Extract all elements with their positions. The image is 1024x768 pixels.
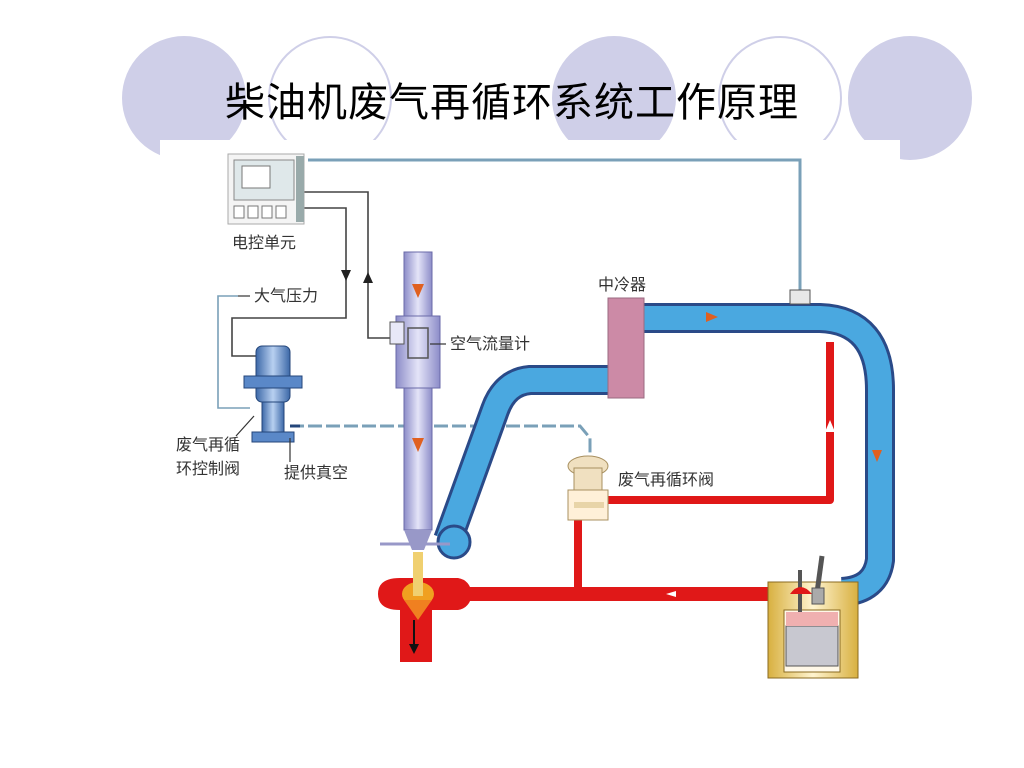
pressure-sensor [789, 289, 811, 305]
decor-circle-5 [848, 36, 972, 160]
intake-tube [380, 251, 450, 550]
label-intercooler: 中冷器 [598, 275, 646, 294]
intake-flow-arrow-down [872, 450, 882, 462]
slide-title: 柴油机废气再循环系统工作原理 [225, 80, 799, 126]
intake-flow-arrow-top [412, 284, 424, 298]
signal-wires [217, 158, 802, 409]
exhaust-flow-arrow-left [666, 591, 676, 597]
vacuum-line [290, 424, 592, 462]
intake-flow-arrow-mid [412, 438, 424, 452]
decor-circle-1 [122, 36, 246, 160]
egr-flow-arrow-up [825, 420, 835, 432]
label-vacuum-supply: 提供真空 [284, 463, 348, 482]
signal-arrow-down [341, 270, 351, 281]
label-egr-control-valve-2: 环控制阀 [176, 459, 240, 478]
control-valve-leader [235, 415, 255, 437]
engine-cylinder [767, 555, 859, 679]
label-atmospheric-pressure: 大气压力 [254, 286, 318, 305]
egr-control-valve [243, 345, 303, 443]
title-underline-mask [160, 140, 900, 160]
ecu-to-sensor-wire [308, 158, 802, 292]
label-ecu: 电控单元 [232, 233, 296, 252]
decor-circle-3 [552, 36, 676, 160]
exhaust-pipe [444, 342, 834, 601]
decor-circle-2 [268, 36, 392, 160]
egr-valve [567, 455, 609, 521]
ecu-to-control-valve-wire [231, 207, 347, 357]
intake-flow-arrow-right [706, 312, 718, 322]
turbocharger [378, 552, 472, 662]
ecu-module [227, 153, 305, 225]
label-air-flow-meter: 空气流量计 [450, 334, 530, 353]
label-egr-control-valve-1: 废气再循 [176, 435, 240, 454]
signal-arrow-up [363, 272, 373, 283]
intake-pipe [433, 303, 895, 607]
decor-circle-4 [718, 36, 842, 160]
intercooler-box [607, 297, 645, 399]
ecu-to-air-flow-wire [300, 191, 400, 339]
pressure-wire [217, 295, 250, 409]
label-egr-valve: 废气再循环阀 [618, 470, 714, 489]
